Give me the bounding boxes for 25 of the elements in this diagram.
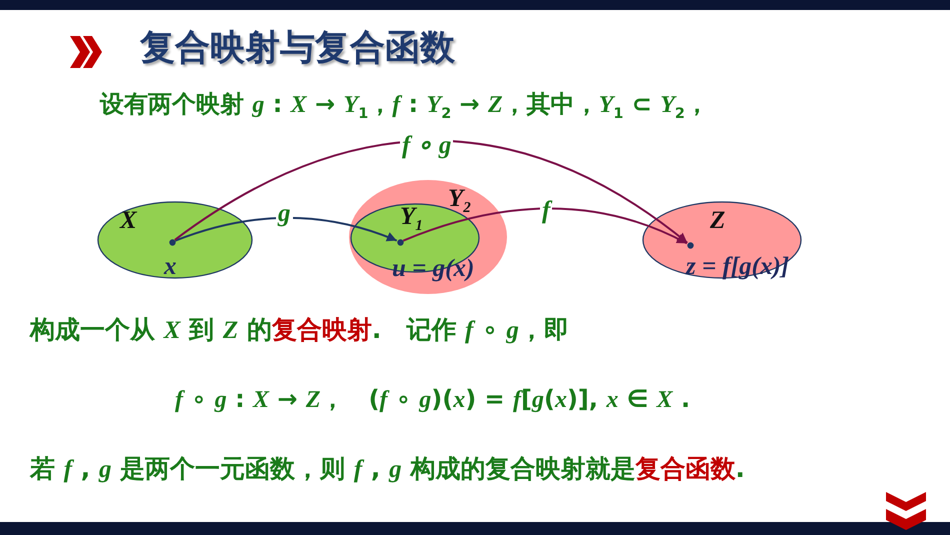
sentence-text: . (735, 454, 745, 483)
sentence-text: . 记作 f ∘ g，即 (372, 315, 569, 344)
highlighted-term: 复合函数 (635, 454, 736, 483)
set-ellipse (97, 201, 253, 279)
set-ellipse (642, 201, 802, 279)
highlighted-term: 复合映射 (272, 315, 372, 344)
edge-label: f (540, 198, 552, 223)
sentence: 设有两个映射 g : X → Y$_{1}$，f : Y$_{2}$ → Z，其中，Y$_{1}$ ⊂ Y$_{2}$， (100, 90, 709, 118)
set-label: X (120, 208, 137, 233)
point-dot (396, 238, 404, 246)
point-label: x (164, 254, 176, 279)
arrow (402, 208, 688, 244)
sentence-text: 若 f , g 是两个一元函数，则 f , g 构成的复合映射就是 (30, 454, 636, 483)
point-dot (686, 242, 694, 248)
title: 复合映射与复合函数 (140, 27, 455, 69)
formula: f ∘ g : X → Z， (f ∘ g)(x) = f[g(x)], x ∈ X . (175, 385, 690, 413)
point-dot (168, 238, 176, 246)
set-label: Y$_{1}$ (400, 204, 423, 234)
set-label: Z (710, 208, 726, 233)
arrow (174, 140, 688, 244)
set-label: Y$_{2}$ (448, 186, 471, 216)
arrow (174, 216, 398, 242)
sentence-text: 构成一个从 X 到 Z 的 (30, 315, 272, 344)
edge-label: f ∘ g (400, 133, 454, 158)
set-ellipse (348, 179, 508, 295)
